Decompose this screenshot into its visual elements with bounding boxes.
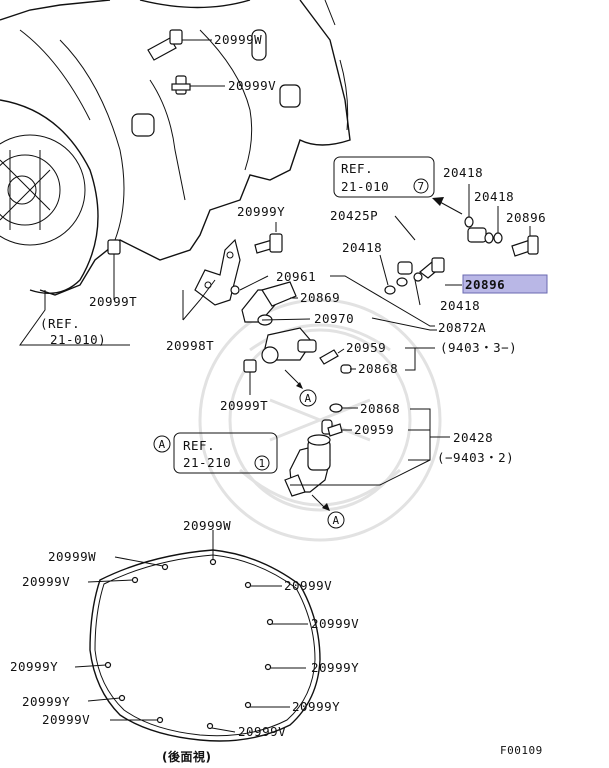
label-20999W-top: 20999W	[214, 32, 262, 47]
label-plate-20999Y-right: 20999Y	[311, 660, 359, 675]
ref-left-line2: 21-010)	[50, 332, 106, 347]
label-20428: 20428	[453, 430, 493, 445]
washers-20418	[384, 216, 503, 295]
label-20998T: 20998T	[166, 338, 214, 353]
highlight-box-20896	[462, 274, 548, 294]
label-plate-20999Y-right2: 20999Y	[292, 699, 340, 714]
slave-cylinder-20428	[284, 419, 333, 497]
label-20872A-range: (9403・3−)	[440, 340, 517, 355]
hose-20425P	[397, 227, 487, 275]
label-20418-b: 20418	[474, 189, 514, 204]
label-20896-a: 20896	[506, 210, 546, 225]
bolt-20999Y-mid	[254, 233, 283, 254]
ref-box-lower-num: 1	[258, 457, 265, 470]
label-plate-20999V-left1: 20999V	[22, 574, 70, 589]
label-20869: 20869	[300, 290, 340, 305]
label-plate-20999V-left2: 20999V	[42, 712, 90, 727]
cap-20868-b	[329, 403, 343, 413]
bolt-20999T-left	[107, 239, 121, 262]
rear-plate-outline	[89, 549, 321, 742]
bolt-20896-a	[511, 235, 539, 257]
cap-20868-a	[340, 364, 352, 374]
label-plate-20999W-left: 20999W	[48, 549, 96, 564]
slave-cylinder-20872A	[230, 281, 317, 364]
bleeder-20959-a	[319, 349, 339, 365]
label-20896-highlighted: 20896	[465, 277, 505, 292]
watermark-emblem	[198, 298, 442, 542]
ref-box-top-line1: REF.	[341, 161, 373, 176]
label-plate-20999V-right2: 20999V	[311, 616, 359, 631]
label-20999T-left: 20999T	[89, 294, 137, 309]
ref-21-010-left: (REF. 21-010)	[40, 316, 106, 347]
ref-box-top-line2: 21-010	[341, 179, 389, 194]
label-20999V-top: 20999V	[228, 78, 276, 93]
label-20959-b: 20959	[354, 422, 394, 437]
bolt-20999W-top	[147, 29, 183, 61]
view-marker-a-2: A	[332, 514, 339, 527]
label-20418-a: 20418	[443, 165, 483, 180]
bolt-20999T-b	[243, 359, 257, 395]
label-20418-d: 20418	[440, 298, 480, 313]
label-20868-b: 20868	[360, 401, 400, 416]
label-20872A: 20872A	[438, 320, 486, 335]
label-20999Y-mid: 20999Y	[237, 204, 285, 219]
label-20425P: 20425P	[330, 208, 378, 223]
bolt-20896-b	[419, 257, 445, 279]
label-20868-a: 20868	[358, 361, 398, 376]
label-plate-20999V-bottom: 20999V	[238, 724, 286, 739]
view-marker-a-ref: A	[158, 438, 165, 451]
rear-plate-bolt-holes	[104, 558, 274, 730]
label-20428-range: (−9403・2)	[437, 450, 514, 465]
rear-view-note: (後面視)	[162, 749, 211, 764]
transmission-housing	[0, 0, 351, 296]
bleeder-20959-b	[327, 423, 343, 437]
label-20418-c: 20418	[342, 240, 382, 255]
ref-box-21-210-1: A REF. 21-210 1	[153, 432, 278, 474]
label-20999T-b: 20999T	[220, 398, 268, 413]
label-20970: 20970	[314, 311, 354, 326]
figure-code: F00109	[500, 744, 543, 757]
ref-box-lower-line1: REF.	[183, 438, 215, 453]
ref-box-21-010-7: REF. 21-010 7	[333, 156, 435, 198]
view-marker-a-1: A	[304, 392, 311, 405]
ref-left-line1: (REF.	[40, 316, 80, 331]
label-plate-20999Y-left2: 20999Y	[22, 694, 70, 709]
label-plate-20999V-right1: 20999V	[284, 578, 332, 593]
bolt-20999V-top	[171, 75, 191, 95]
label-plate-20999Y-left: 20999Y	[10, 659, 58, 674]
bracket-20998T	[194, 238, 241, 306]
label-20959-a: 20959	[346, 340, 386, 355]
ref-box-top-num: 7	[417, 180, 424, 193]
ref-box-lower-line2: 21-210	[183, 455, 231, 470]
label-20961: 20961	[276, 269, 316, 284]
label-plate-20999W-top: 20999W	[183, 518, 231, 533]
